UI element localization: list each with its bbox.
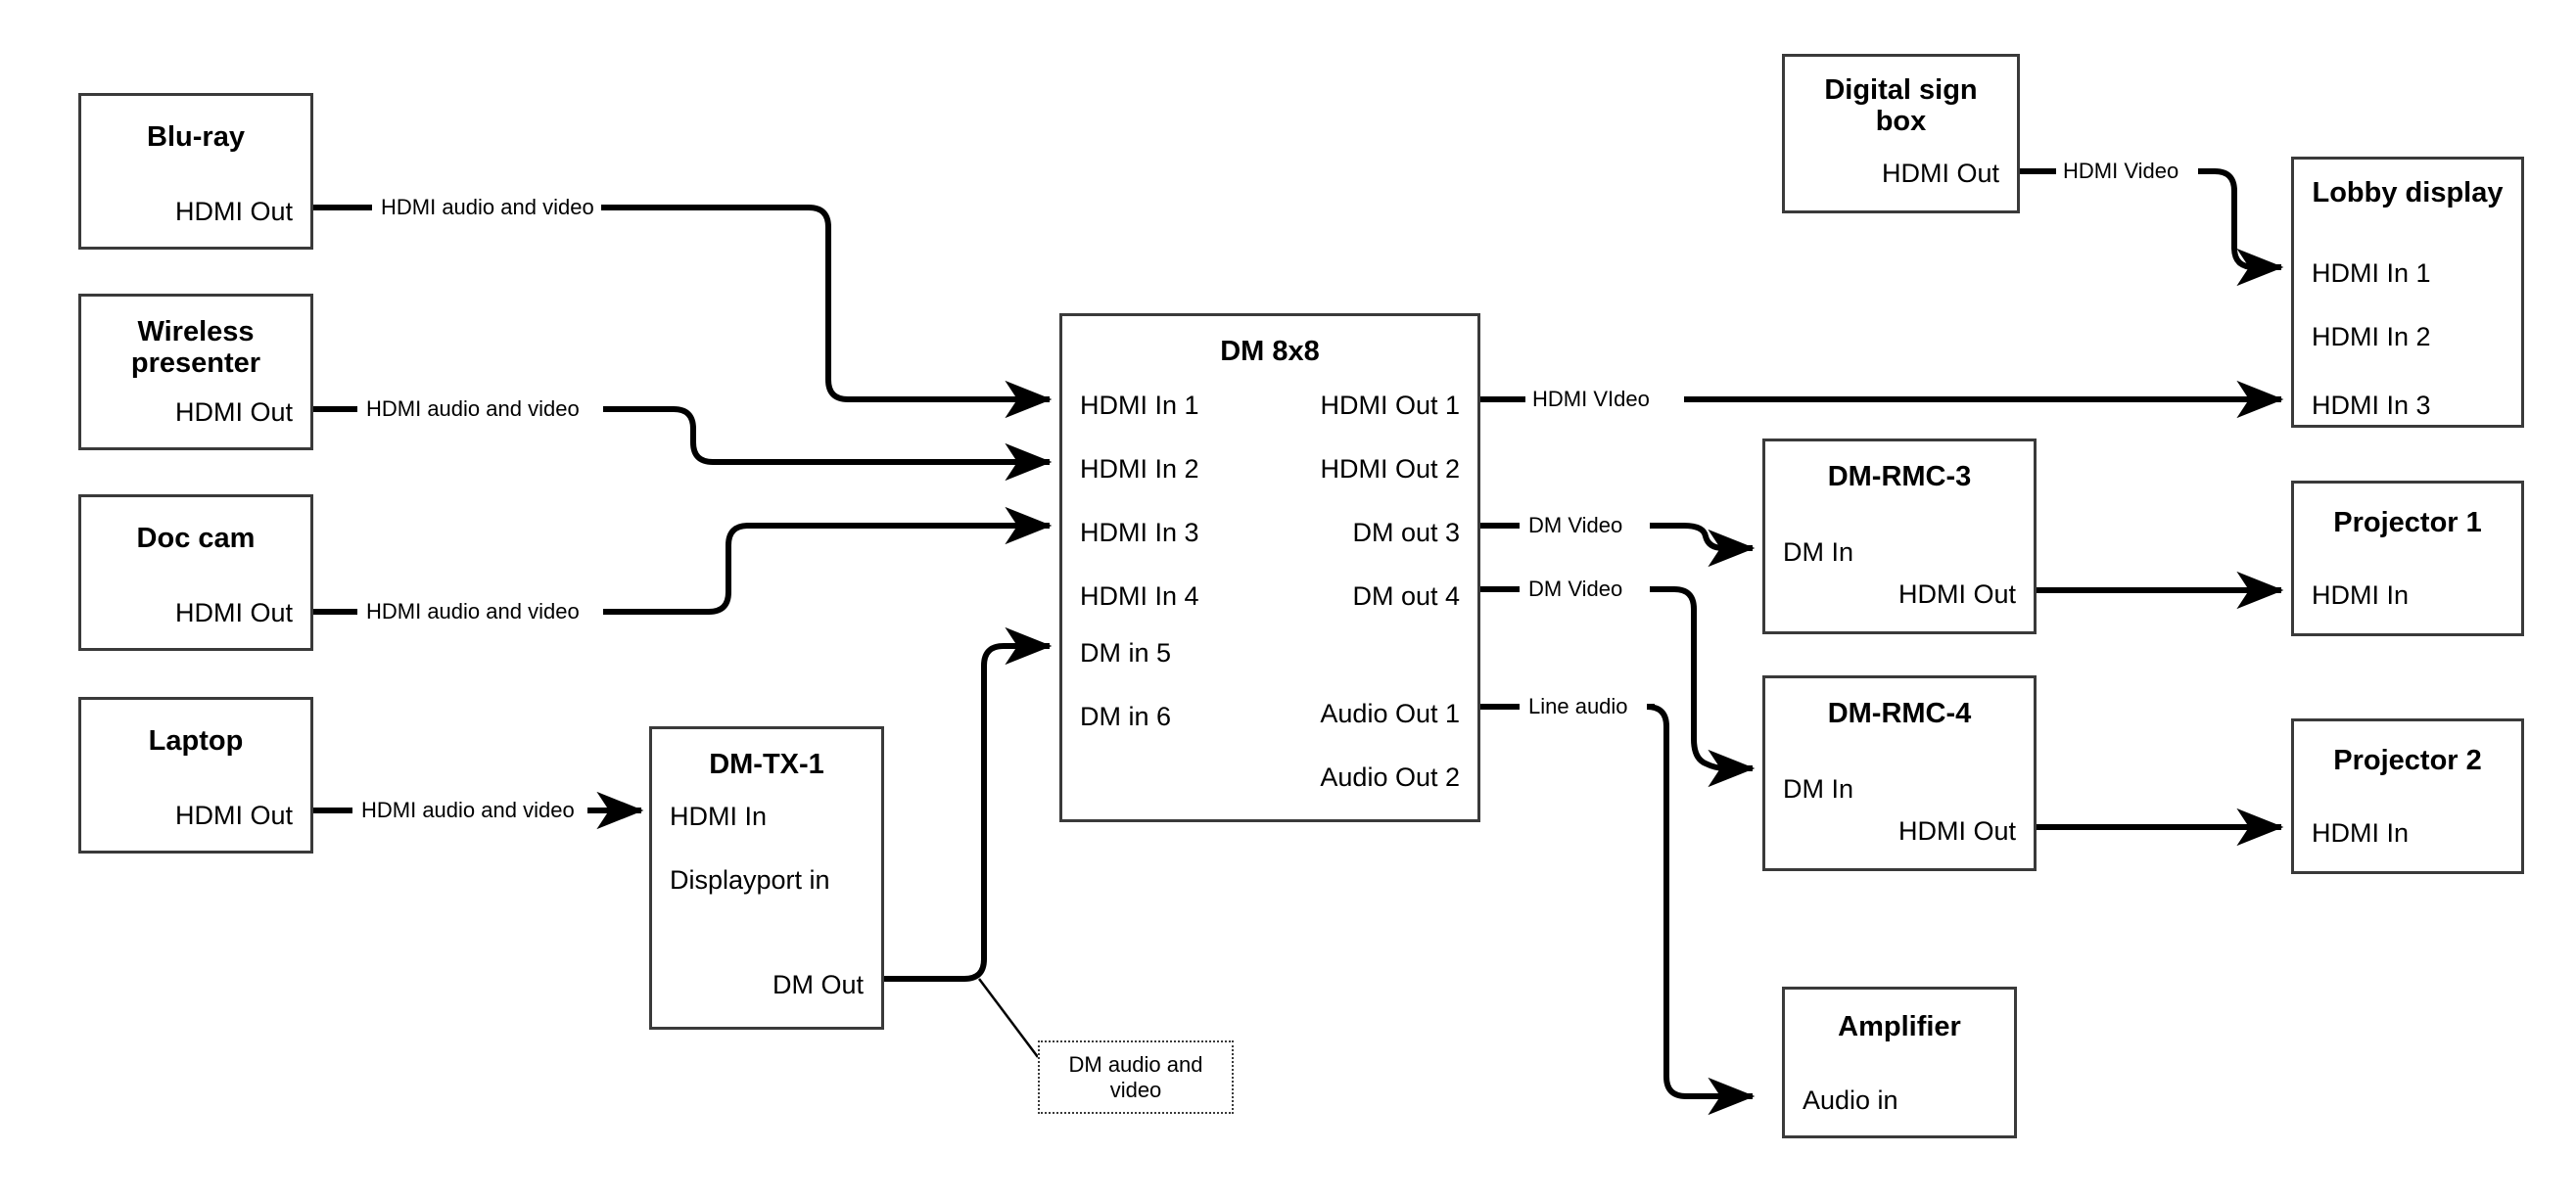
- node-dm-rmc-3-title: DM-RMC-3: [1827, 461, 1972, 492]
- node-dm-tx-1-port-dm-out: DM Out: [772, 970, 864, 999]
- node-dm-8x8-port-dm-out-4: DM out 4: [1352, 581, 1460, 611]
- node-projector-2-port-hdmi-in: HDMI In: [2312, 818, 2410, 848]
- node-digital-sign-box-port-hdmi-out: HDMI Out: [1881, 159, 1999, 188]
- node-lobby-display-port-hdmi-in-3: HDMI In 3: [2312, 391, 2431, 420]
- node-amplifier[interactable]: Amplifier Audio in: [1782, 987, 2017, 1138]
- node-dm-tx-1-port-hdmi-in: HDMI In: [670, 802, 768, 831]
- node-dm-rmc-3-port-hdmi-out: HDMI Out: [1897, 579, 2016, 609]
- node-dm-8x8-port-dm-in-5: DM in 5: [1080, 638, 1172, 668]
- node-projector-1[interactable]: Projector 1 HDMI In: [2291, 481, 2524, 636]
- node-wireless-presenter-port-hdmi-out: HDMI Out: [174, 397, 293, 427]
- node-projector-1-title: Projector 1: [2333, 507, 2482, 538]
- node-dm-8x8-title: DM 8x8: [1220, 336, 1320, 367]
- edge-label-audioout1-to-amp: Line audio: [1522, 696, 1635, 717]
- node-dm-rmc-3[interactable]: DM-RMC-3 DM In HDMI Out: [1762, 439, 2037, 634]
- node-projector-2[interactable]: Projector 2 HDMI In: [2291, 718, 2524, 874]
- node-dm-8x8-port-audio-out-2: Audio Out 2: [1320, 762, 1460, 792]
- node-dm-rmc-4-title: DM-RMC-4: [1827, 698, 1972, 729]
- wire-sign-to-lobby-in1: [2020, 168, 2281, 267]
- node-doc-cam-port-hdmi-out: HDMI Out: [174, 598, 293, 627]
- node-dm-tx-1-title: DM-TX-1: [709, 749, 824, 780]
- node-dm-tx-1[interactable]: DM-TX-1 HDMI In Displayport in DM Out: [649, 726, 884, 1030]
- node-laptop-title: Laptop: [148, 725, 244, 757]
- node-dm-rmc-4[interactable]: DM-RMC-4 DM In HDMI Out: [1762, 675, 2037, 871]
- node-dm-8x8-port-hdmi-in-1: HDMI In 1: [1080, 391, 1199, 420]
- node-doc-cam-title: Doc cam: [136, 523, 256, 554]
- node-laptop[interactable]: Laptop HDMI Out: [78, 697, 313, 854]
- node-bluray-port-hdmi-out: HDMI Out: [174, 197, 293, 226]
- node-lobby-display-title: Lobby display: [2312, 177, 2504, 208]
- node-laptop-port-hdmi-out: HDMI Out: [174, 801, 293, 830]
- node-dm-rmc-3-port-dm-in: DM In: [1783, 537, 1854, 567]
- node-digital-sign-box[interactable]: Digital sign box HDMI Out: [1782, 54, 2020, 213]
- node-bluray-title: Blu-ray: [147, 121, 245, 153]
- node-projector-1-port-hdmi-in: HDMI In: [2312, 580, 2410, 610]
- edge-label-bluray-to-in1: HDMI audio and video: [374, 197, 601, 218]
- node-dm-rmc-4-port-dm-in: DM In: [1783, 774, 1854, 804]
- node-amplifier-port-audio-in: Audio in: [1803, 1086, 1898, 1115]
- node-dm-8x8-port-audio-out-1: Audio Out 1: [1320, 699, 1460, 728]
- node-wireless-presenter-title: Wireless presenter: [130, 316, 261, 380]
- node-dm-8x8-port-hdmi-in-2: HDMI In 2: [1080, 454, 1199, 484]
- edge-label-sign-to-lobby1: HDMI Video: [2056, 161, 2186, 182]
- edge-label-wireless-to-in2: HDMI audio and video: [359, 398, 586, 420]
- node-dm-8x8-port-hdmi-in-3: HDMI In 3: [1080, 518, 1199, 547]
- edge-label-doccam-to-in3: HDMI audio and video: [359, 601, 586, 623]
- wire-dm8x8-out4-to-rmc4: [1480, 586, 1753, 768]
- node-dm-8x8-port-hdmi-out-2: HDMI Out 2: [1320, 454, 1460, 484]
- node-dm-8x8-port-hdmi-in-4: HDMI In 4: [1080, 581, 1199, 611]
- node-dm-8x8-port-hdmi-out-1: HDMI Out 1: [1320, 391, 1460, 420]
- note-dm-audio-and-video: DM audio and video: [1038, 1040, 1234, 1114]
- wire-dmtx1-to-dm8x8-in5: [884, 626, 1053, 982]
- node-amplifier-title: Amplifier: [1838, 1011, 1961, 1042]
- wire-bluray-to-dm8x8-in1: [313, 205, 1050, 399]
- leader-dm-audio-video-note: [978, 978, 1039, 1058]
- node-digital-sign-box-title: Digital sign box: [1824, 74, 1978, 138]
- node-dm-tx-1-port-displayport-in: Displayport in: [670, 865, 830, 895]
- edge-label-laptop-to-dmtx1: HDMI audio and video: [354, 800, 582, 821]
- node-dm-8x8-port-dm-out-3: DM out 3: [1352, 518, 1460, 547]
- node-doc-cam[interactable]: Doc cam HDMI Out: [78, 494, 313, 651]
- wire-dm8x8-audioout1-to-amp: [1480, 704, 1753, 1096]
- edge-label-out3-to-rmc3: DM Video: [1522, 515, 1630, 536]
- node-lobby-display-port-hdmi-in-1: HDMI In 1: [2312, 258, 2431, 288]
- edge-label-out1-to-lobby3: HDMI VIdeo: [1525, 389, 1657, 410]
- node-dm-rmc-4-port-hdmi-out: HDMI Out: [1897, 816, 2016, 846]
- node-wireless-presenter[interactable]: Wireless presenter HDMI Out: [78, 294, 313, 450]
- node-lobby-display[interactable]: Lobby display HDMI In 1 HDMI In 2 HDMI I…: [2291, 157, 2524, 428]
- edge-label-out4-to-rmc4: DM Video: [1522, 578, 1630, 600]
- node-lobby-display-port-hdmi-in-2: HDMI In 2: [2312, 322, 2431, 351]
- node-bluray[interactable]: Blu-ray HDMI Out: [78, 93, 313, 250]
- node-dm-8x8[interactable]: DM 8x8 HDMI In 1 HDMI In 2 HDMI In 3 HDM…: [1059, 313, 1480, 822]
- node-projector-2-title: Projector 2: [2333, 745, 2482, 776]
- node-dm-8x8-port-dm-in-6: DM in 6: [1080, 702, 1172, 731]
